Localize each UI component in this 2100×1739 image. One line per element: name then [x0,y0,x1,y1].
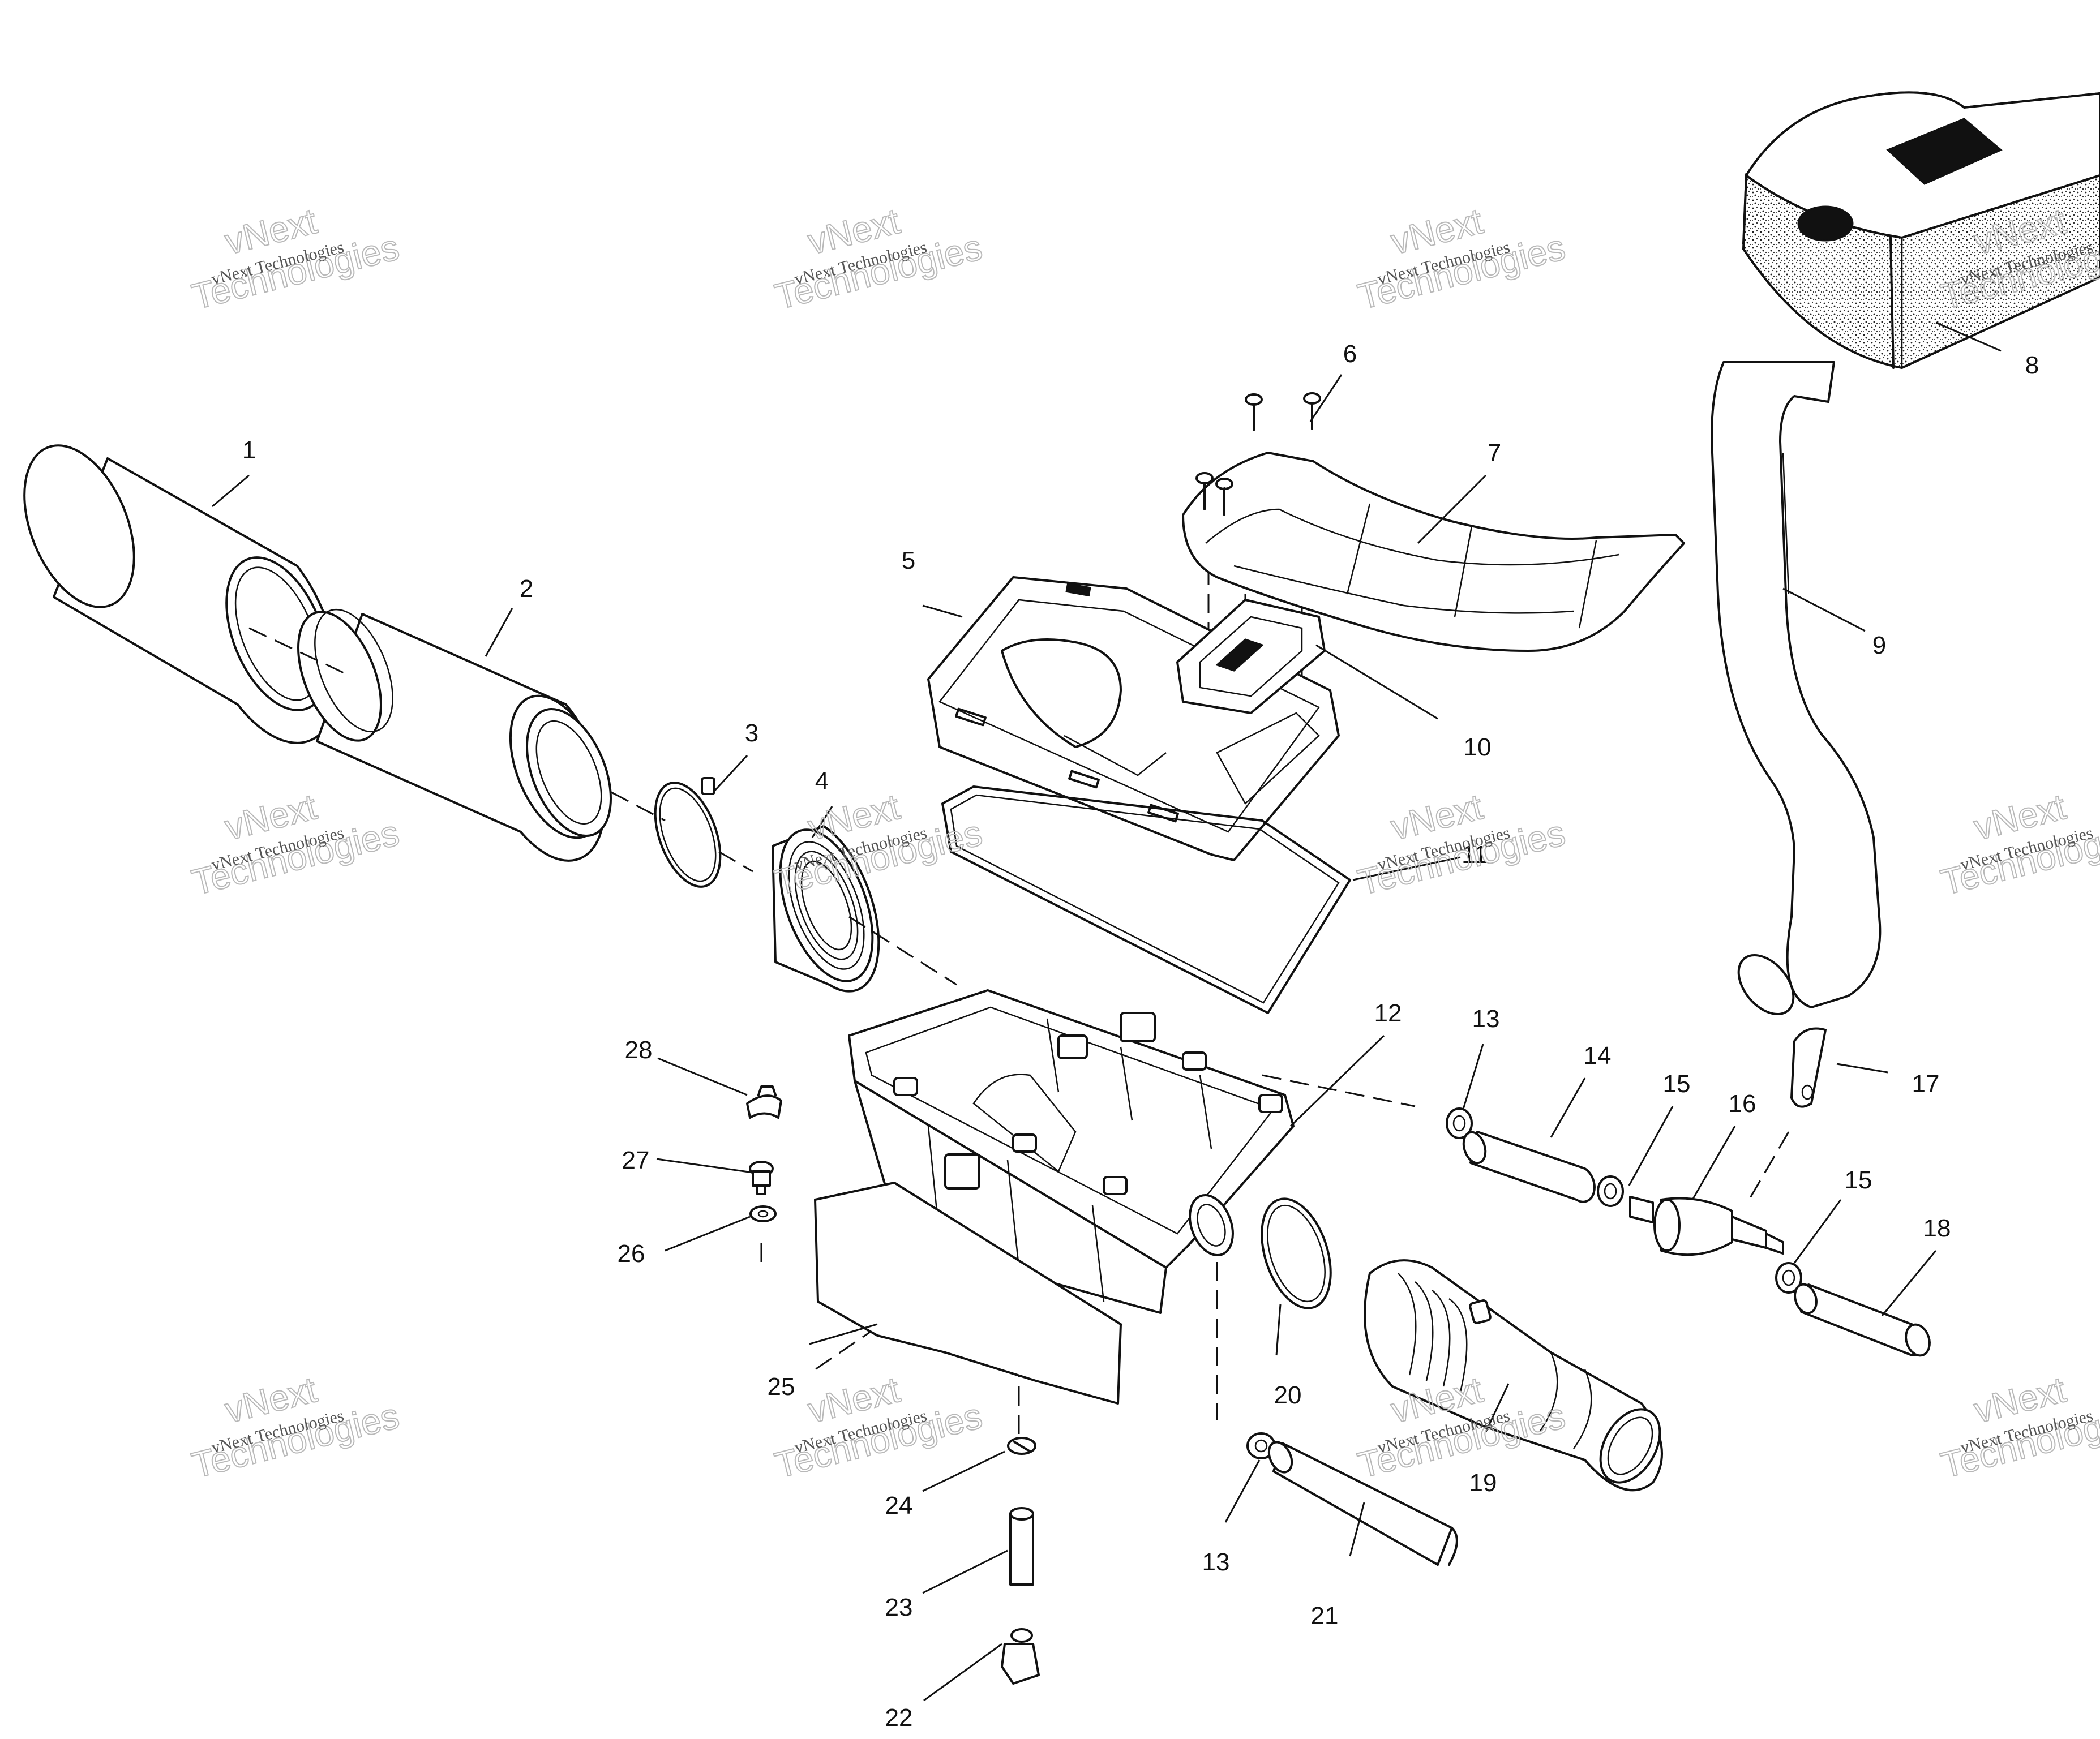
hose-retainer [1790,1027,1827,1108]
callout-8: 8 [2025,351,2039,379]
bolt [749,1161,774,1195]
hose-clamp-small [1775,1262,1802,1294]
hose-clamp [654,777,722,888]
screws [1195,392,1321,516]
callout-11: 11 [1462,841,1488,869]
callout-3: 3 [745,719,758,747]
callout-5: 5 [902,547,915,574]
threaded-adapter [772,825,880,993]
watermark: vNext Technologies vNext Technologies [770,200,987,317]
callout-2: 2 [520,575,533,603]
screw [1303,392,1321,430]
callout-25: 25 [768,1373,795,1401]
o-ring-seal [1261,1197,1332,1309]
air-filter-element [297,608,612,862]
leader-lines [212,321,2002,1702]
callout-23: 23 [885,1594,913,1621]
heat-shield-plate [814,1182,1122,1405]
callout-19: 19 [1469,1469,1497,1497]
watermark: vNext Technologies vNext Technologies [770,1368,987,1486]
drain-hose [1246,1432,1458,1566]
drain-tube [1009,1507,1034,1586]
airbox-body [848,989,1295,1314]
callout-24: 24 [885,1492,913,1519]
callout-1: 1 [242,436,256,464]
hose-clamp-small [1446,1107,1473,1139]
screw [1215,478,1233,516]
callout-7: 7 [1488,439,1501,467]
callout-17: 17 [1912,1070,1940,1098]
intake-duct [1182,452,1685,652]
screw [1195,472,1214,510]
outlet-boot [1364,1259,1663,1492]
watermark: vNext Technologies vNext Technologies [187,785,404,903]
callout-21: 21 [1311,1602,1339,1630]
breather-hose [1462,1131,1596,1203]
airbox-gasket [941,785,1351,1014]
callout-12: 12 [1374,999,1402,1027]
callout-26: 26 [618,1240,645,1268]
callout-15: 15 [1663,1070,1691,1098]
watermark: vNext Technologies vNext Technologies [1353,200,1570,317]
pre-filter-sleeve [23,444,339,744]
callout-15b: 15 [1845,1166,1872,1194]
callout-4: 4 [815,767,829,795]
callout-14: 14 [1584,1042,1612,1070]
watermark: vNext Technologies vNext Technologies [1353,785,1570,903]
callout-18: 18 [1923,1214,1951,1242]
hose-clamp-small [1597,1175,1624,1207]
breather-assembly [1446,1027,1931,1357]
drain-clamp [1007,1437,1036,1455]
callout-22: 22 [885,1704,913,1732]
callout-10: 10 [1464,733,1492,761]
snorkel-tube [1711,361,1882,1016]
washer [749,1205,777,1222]
drain-plug [1001,1628,1040,1685]
callout-labels: 1 2 3 4 5 6 7 8 9 10 11 12 13 14 15 16 1… [242,340,2039,1732]
watermark: vNext Technologies vNext Technologies [187,200,404,317]
foam-intake-pad [1742,91,2100,370]
callout-28: 28 [625,1036,653,1064]
callout-20: 20 [1274,1381,1302,1409]
callout-13: 13 [1472,1005,1500,1033]
clip [746,1085,782,1119]
callout-9: 9 [1872,632,1886,659]
callout-16: 16 [1729,1090,1756,1118]
watermark: vNext Technologies vNext Technologies [1936,785,2100,903]
watermark: vNext Technologies vNext Technologies [187,1368,404,1486]
inline-check-valve [1629,1196,1784,1256]
callout-27: 27 [622,1147,650,1174]
callout-13b: 13 [1202,1548,1230,1576]
vent-hose [1794,1283,1931,1357]
watermark: vNext Technologies vNext Technologies [1936,1368,2100,1486]
screw [1245,393,1263,431]
callout-6: 6 [1343,340,1357,368]
